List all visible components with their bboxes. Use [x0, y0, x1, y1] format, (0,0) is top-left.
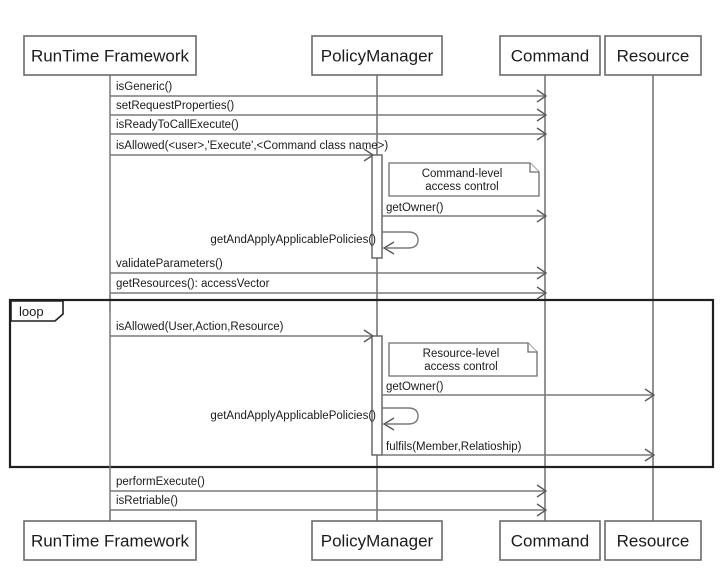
lifeline-headers-bottom: RunTime Framework PolicyManager Command … [23, 520, 702, 561]
lifeline-header-policymanager-bottom[interactable]: PolicyManager [311, 520, 443, 561]
message-getOwner-command[interactable]: getOwner() [382, 202, 548, 223]
selfcall-path-command-level [382, 231, 419, 249]
arrowhead-performExecute [536, 484, 548, 498]
arrowhead-isGeneric [536, 89, 548, 103]
lifeline-header-runtime-bottom-label: RunTime Framework [31, 531, 190, 550]
lifeline-header-runtime-top-label: RunTime Framework [31, 46, 190, 65]
arrowhead-isRetriable [536, 503, 548, 517]
note-command-level-line2: access control [425, 181, 499, 193]
message-validateParameters[interactable]: validateParameters() [110, 258, 548, 280]
note-command-level-shape [388, 162, 540, 197]
message-getResources[interactable]: getResources(): accessVector [109, 273, 548, 300]
lifeline-header-resource-top[interactable]: Resource [604, 35, 702, 76]
lifeline-headers-top: RunTime Framework PolicyManager Command … [23, 35, 702, 76]
lifeline-header-command-top-box [499, 35, 601, 76]
message-isAllowed-resource[interactable]: isAllowed(User,Action,Resource) [109, 312, 375, 467]
lifeline-header-runtime-top-box [23, 35, 197, 76]
message-label-getOwner-command: getOwner() [386, 202, 444, 214]
lifeline-header-command-bottom-box [499, 520, 601, 561]
message-isAllowed-command[interactable]: isAllowed(<user>,'Execute',<Command clas… [109, 134, 388, 273]
note-command-level-line1: Command-level [422, 168, 503, 180]
note-resource-level-line2: access control [424, 361, 498, 373]
arrowhead-setRequestProperties [536, 108, 548, 122]
message-label-isRetriable: isRetriable() [116, 495, 178, 507]
message-getAndApplyApplicablePolicies-command[interactable]: getAndApplyApplicablePolicies() [210, 231, 419, 255]
note-resource-level-line1: Resource-level [423, 348, 500, 360]
messages: isGeneric() setRequestProperties() isRea… [109, 77, 656, 517]
message-label-isAllowed-resource: isAllowed(User,Action,Resource) [116, 321, 284, 333]
lifeline-header-policymanager-bottom-box [311, 520, 443, 561]
lifeline-header-command-top[interactable]: Command [499, 35, 601, 76]
message-label-performExecute: performExecute() [116, 476, 205, 488]
lifeline-header-policymanager-top[interactable]: PolicyManager [311, 35, 443, 76]
lifeline-header-resource-bottom[interactable]: Resource [604, 520, 702, 561]
activation-policymanager-resource-level [371, 335, 383, 456]
arrowhead-fulfils [644, 448, 656, 462]
message-label-validateParameters: validateParameters() [116, 258, 223, 270]
note-command-level: Command-level access control [388, 162, 540, 197]
arrowhead-getResources [536, 286, 548, 300]
message-isGeneric[interactable]: isGeneric() [109, 77, 548, 103]
lifeline-header-command-top-label: Command [511, 46, 589, 65]
message-getOwner-resource[interactable]: getOwner() [382, 381, 656, 402]
note-resource-level: Resource-level access control [388, 342, 538, 377]
lifeline-header-runtime-bottom[interactable]: RunTime Framework [23, 520, 197, 561]
lifeline-header-command-bottom[interactable]: Command [499, 520, 601, 561]
lifeline-header-policymanager-top-label: PolicyManager [321, 46, 434, 65]
message-label-isReadyToCallExecute: isReadyToCallExecute() [116, 119, 239, 131]
message-performExecute[interactable]: performExecute() [109, 467, 548, 498]
arrowhead-getOwner-resource [644, 388, 656, 402]
message-setRequestProperties[interactable]: setRequestProperties() [109, 96, 548, 122]
loop-fragment-tab [10, 300, 64, 322]
lifeline-header-resource-top-box [604, 35, 702, 76]
loop-fragment[interactable]: loop [8, 298, 715, 469]
arrowhead-validateParameters [536, 266, 548, 280]
arrowhead-isAllowed-command [363, 148, 375, 162]
message-label-isAllowed-command: isAllowed(<user>,'Execute',<Command clas… [116, 140, 388, 152]
message-label-getAndApplyApplicablePolicies-command: getAndApplyApplicablePolicies() [210, 234, 376, 246]
message-label-isGeneric: isGeneric() [116, 81, 172, 93]
loop-fragment-border [8, 298, 715, 469]
arrowhead-getOwner-command [536, 209, 548, 223]
message-fulfils[interactable]: fulfils(Member,Relatioship) [382, 441, 656, 462]
note-resource-level-shape [388, 342, 538, 377]
lifeline-header-runtime-bottom-box [23, 520, 197, 561]
lifeline-header-runtime-top[interactable]: RunTime Framework [23, 35, 197, 76]
arrowhead-selfcall-resource-level [382, 417, 395, 431]
lifeline-header-policymanager-top-box [311, 35, 443, 76]
arrowhead-isReadyToCallExecute [536, 127, 548, 141]
message-label-setRequestProperties: setRequestProperties() [116, 100, 234, 112]
activation-policymanager-command-level [371, 154, 383, 259]
arrowhead-selfcall-command-level [382, 241, 395, 255]
note-resource-level-fold [527, 343, 537, 353]
message-label-getAndApplyApplicablePolicies-resource: getAndApplyApplicablePolicies() [210, 410, 376, 422]
message-label-getOwner-resource: getOwner() [386, 381, 444, 393]
lifeline-header-resource-top-label: Resource [617, 46, 690, 65]
selfcall-path-resource-level [382, 407, 419, 425]
message-isRetriable[interactable]: isRetriable() [109, 491, 548, 517]
note-command-level-fold [529, 163, 539, 173]
lifeline-header-resource-bottom-label: Resource [617, 531, 690, 550]
arrowhead-isAllowed-resource [363, 329, 375, 343]
loop-fragment-label: loop [19, 304, 44, 319]
message-label-fulfils: fulfils(Member,Relatioship) [386, 441, 522, 453]
lifeline-header-command-bottom-label: Command [511, 531, 589, 550]
message-getAndApplyApplicablePolicies-resource[interactable]: getAndApplyApplicablePolicies() [210, 407, 419, 431]
message-label-getResources: getResources(): accessVector [116, 278, 270, 290]
lifeline-header-resource-bottom-box [604, 520, 702, 561]
lifeline-header-policymanager-bottom-label: PolicyManager [321, 531, 434, 550]
message-isReadyToCallExecute[interactable]: isReadyToCallExecute() [109, 115, 548, 141]
